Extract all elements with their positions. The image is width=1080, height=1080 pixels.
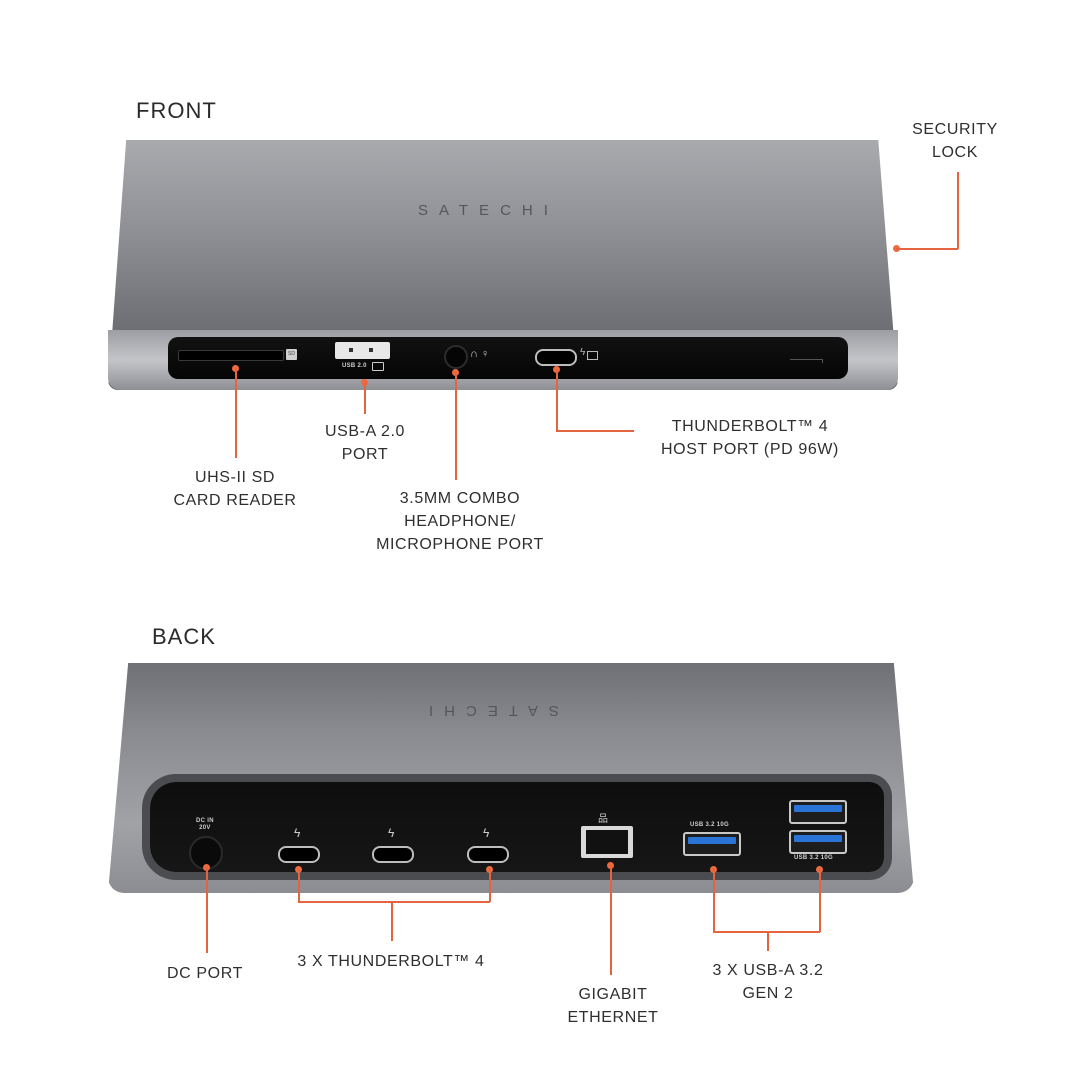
usb32-leader-stem [767, 931, 769, 951]
thunderbolt-4-port-1[interactable] [278, 846, 320, 863]
callout-line: DC PORT [167, 965, 243, 982]
usb32-marking-top: USB 3.2 10G [690, 822, 729, 828]
sd-card-icon: SD [286, 349, 297, 360]
usb-a-3-2-port-3[interactable] [789, 830, 847, 854]
usb32-leader-h [713, 931, 820, 933]
lock-leader-v [957, 172, 959, 249]
callout-line: CARD READER [173, 492, 297, 509]
tb4-leader-v [298, 869, 300, 902]
thunderbolt-icon: ϟ [483, 826, 490, 840]
callout-dc-port: DC PORT [150, 962, 260, 985]
callout-usb-a-2: USB-A 2.0 PORT [300, 420, 430, 466]
display-icon [587, 351, 598, 360]
callout-thunderbolt-host: THUNDERBOLT™ 4 HOST PORT (PD 96W) [640, 415, 860, 461]
callout-line: SECURITY [912, 121, 998, 138]
callout-line: MICROPHONE PORT [376, 536, 544, 553]
usb2-leader-line [364, 382, 366, 414]
callout-line: PORT [341, 446, 389, 463]
thunderbolt-icon: ϟ [388, 826, 395, 840]
callout-line: 3 X USB-A 3.2 [712, 962, 824, 979]
dc-marking-line: 20V [199, 825, 211, 831]
callout-line: 3 X THUNDERBOLT™ 4 [297, 953, 485, 970]
thunderbolt-4-port-2[interactable] [372, 846, 414, 863]
callout-line: LOCK [932, 144, 978, 161]
dc-leader-line [206, 867, 208, 953]
usb-pin [349, 348, 353, 352]
usb3-tongue [688, 837, 736, 844]
usb-a-2-port[interactable] [335, 342, 390, 359]
usb-a-3-2-port-1[interactable] [683, 832, 741, 856]
ethernet-socket [586, 830, 628, 854]
callout-security-lock: SECURITY LOCK [900, 118, 1010, 164]
headphone-mic-icon: ∩ ♀ [470, 348, 490, 360]
callout-line: GIGABIT [578, 986, 648, 1003]
sd-card-slot[interactable] [178, 350, 284, 361]
brand-logo-back: SATECHI [418, 702, 559, 719]
dc-marking-line: DC IN [196, 818, 214, 824]
thunderbolt-icon: ϟ [294, 826, 301, 840]
usb32-marking-bottom: USB 3.2 10G [794, 855, 833, 861]
callout-sd-card-reader: UHS-II SD CARD READER [160, 466, 310, 512]
usb32-leader-v [819, 869, 821, 932]
usb2-marking: USB 2.0 [342, 363, 367, 369]
callout-line: HOST PORT (PD 96W) [661, 441, 839, 458]
usb32-leader-v [713, 869, 715, 932]
audio-jack-port[interactable] [444, 345, 468, 369]
callout-line: THUNDERBOLT™ 4 [671, 418, 829, 435]
usb-a-3-2-port-2[interactable] [789, 800, 847, 824]
tb4-leader-v [489, 869, 491, 902]
network-icon: 品 [598, 814, 608, 825]
audio-leader-line [455, 372, 457, 480]
lock-leader-h [896, 248, 958, 250]
charging-icon [372, 362, 384, 371]
thunderbolt-icon: ϟ [580, 347, 586, 358]
front-section-title: FRONT [136, 98, 217, 123]
usb3-tongue [794, 835, 842, 842]
usb-pin [369, 348, 373, 352]
thunderbolt-host-port[interactable] [535, 349, 577, 366]
usb3-tongue [794, 805, 842, 812]
back-section-title: BACK [152, 624, 216, 649]
callout-line: USB-A 2.0 [324, 423, 406, 440]
sd-leader-line [235, 368, 237, 458]
callout-line: GEN 2 [742, 985, 794, 1002]
ethernet-leader-line [610, 865, 612, 975]
callout-usb-a-3-2: 3 X USB-A 3.2 GEN 2 [690, 959, 846, 1005]
callout-line: ETHERNET [567, 1009, 659, 1026]
callout-line: 3.5MM COMBO [399, 490, 521, 507]
tb4-leader-stem [391, 901, 393, 941]
tb4-leader-h [298, 901, 490, 903]
callout-line: HEADPHONE/ [404, 513, 516, 530]
dc-marking: DC IN 20V [196, 818, 214, 832]
tb-host-leader-h [556, 430, 634, 432]
panel-marking [790, 359, 823, 363]
ethernet-port[interactable] [581, 826, 633, 858]
back-port-panel [150, 782, 884, 872]
callout-line: UHS-II SD [194, 469, 276, 486]
thunderbolt-4-port-3[interactable] [467, 846, 509, 863]
brand-logo-front: SATECHI [418, 202, 559, 219]
tb-host-leader-v [556, 369, 558, 431]
callout-thunderbolt-4: 3 X THUNDERBOLT™ 4 [280, 950, 502, 973]
callout-audio-jack: 3.5MM COMBO HEADPHONE/ MICROPHONE PORT [360, 487, 560, 556]
callout-gigabit-ethernet: GIGABIT ETHERNET [550, 983, 676, 1029]
